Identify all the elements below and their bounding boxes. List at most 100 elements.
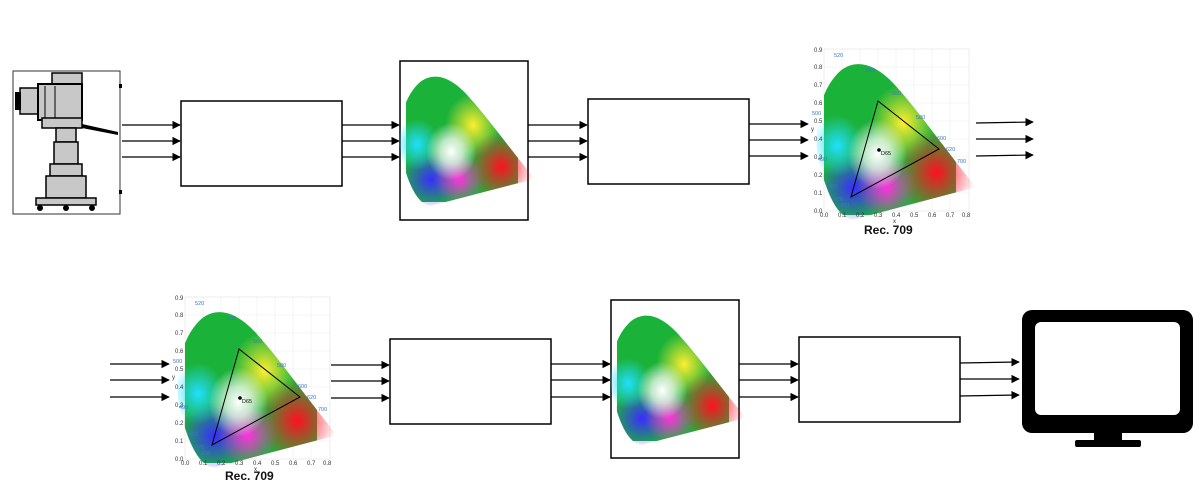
d65-white-point <box>238 396 242 400</box>
svg-text:0.2: 0.2 <box>856 213 865 219</box>
rec709-gamut-triangle <box>850 100 940 199</box>
x-axis-label: x <box>254 467 257 473</box>
svg-text:470: 470 <box>834 197 843 203</box>
svg-text:600: 600 <box>298 384 307 390</box>
chromaticity-chart-rec709-2: D65 0.9 0.8 0.7 0.6 0.5 0.4 0.3 0.2 0.1 … <box>172 296 337 483</box>
process-block-1 <box>180 100 343 187</box>
svg-text:620: 620 <box>946 147 955 153</box>
wavelength-labels: 520 540 560 580 600 620 700 500 490 480 … <box>173 301 327 457</box>
svg-text:0.7: 0.7 <box>946 213 955 219</box>
y-tick-labels: 0.9 0.8 0.7 0.6 0.5 0.4 0.3 0.2 0.1 0.0 <box>175 296 184 463</box>
process-block-4 <box>798 336 961 423</box>
chromaticity-chart-rec709-1: D65 0.9 0.8 0.7 0.6 0.5 0.4 0.3 0.2 0.1 … <box>811 48 976 237</box>
y-axis-label: y <box>811 127 814 133</box>
arrow-group-block3-to-gamut2 <box>551 359 611 402</box>
arrow-group-camera-to-block1 <box>122 120 181 162</box>
arrow-group-gamut1-to-block2 <box>528 120 588 162</box>
svg-text:700: 700 <box>318 407 327 413</box>
chart-caption: Rec. 709 <box>864 223 913 237</box>
svg-text:0.7: 0.7 <box>814 83 823 89</box>
svg-text:0.5: 0.5 <box>271 461 280 467</box>
x-axis-label: x <box>893 219 896 225</box>
y-tick-labels: 0.9 0.8 0.7 0.6 0.5 0.4 0.3 0.2 0.1 0.0 <box>814 48 823 215</box>
svg-text:480: 480 <box>189 432 198 438</box>
svg-text:0.1: 0.1 <box>199 461 208 467</box>
svg-text:0.5: 0.5 <box>814 119 823 125</box>
arrow-group-chart2-to-block3 <box>331 360 390 403</box>
chart-caption: Rec. 709 <box>225 469 274 483</box>
svg-text:560: 560 <box>253 339 262 345</box>
svg-text:0.8: 0.8 <box>814 65 823 71</box>
wavelength-labels: 520 540 560 580 600 620 700 500 490 480 … <box>812 53 966 209</box>
svg-text:0.1: 0.1 <box>838 213 847 219</box>
svg-text:520: 520 <box>834 53 843 59</box>
svg-text:460: 460 <box>840 203 849 209</box>
arrow-group-block2-to-chart1 <box>749 119 809 161</box>
svg-text:0.4: 0.4 <box>814 137 823 143</box>
svg-text:460: 460 <box>201 451 210 457</box>
svg-text:490: 490 <box>179 405 188 411</box>
svg-text:0.4: 0.4 <box>892 213 901 219</box>
arrow-group-chart1-output <box>975 117 1034 160</box>
arrow-group-gamut2-to-block4 <box>739 359 799 402</box>
svg-text:0.3: 0.3 <box>175 403 184 409</box>
svg-text:0.3: 0.3 <box>235 461 244 467</box>
svg-text:500: 500 <box>812 111 821 117</box>
svg-text:0.6: 0.6 <box>928 213 937 219</box>
color-gamut-image-2 <box>610 299 746 459</box>
svg-text:0.8: 0.8 <box>175 313 184 319</box>
svg-text:0.7: 0.7 <box>175 331 184 337</box>
svg-text:0.4: 0.4 <box>253 461 262 467</box>
svg-text:0.8: 0.8 <box>962 213 971 219</box>
svg-text:0.8: 0.8 <box>323 461 332 467</box>
svg-text:0.2: 0.2 <box>217 461 226 467</box>
process-block-3 <box>389 338 552 425</box>
svg-text:0.7: 0.7 <box>307 461 316 467</box>
svg-text:0.2: 0.2 <box>175 421 184 427</box>
svg-text:490: 490 <box>818 157 827 163</box>
rec709-gamut-triangle <box>211 348 301 447</box>
svg-text:560: 560 <box>892 91 901 97</box>
svg-text:0.0: 0.0 <box>814 209 823 215</box>
monitor-icon <box>1022 310 1193 447</box>
d65-label: D65 <box>242 399 252 405</box>
svg-text:0.6: 0.6 <box>289 461 298 467</box>
svg-text:580: 580 <box>277 363 286 369</box>
svg-text:480: 480 <box>828 184 837 190</box>
svg-text:0.0: 0.0 <box>820 213 829 219</box>
svg-text:470: 470 <box>195 445 204 451</box>
svg-text:0.9: 0.9 <box>814 48 823 54</box>
svg-text:0.1: 0.1 <box>814 191 823 197</box>
svg-text:0.3: 0.3 <box>874 213 883 219</box>
svg-text:0.0: 0.0 <box>175 457 184 463</box>
arrow-group-block4-to-monitor <box>959 357 1020 400</box>
svg-text:0.9: 0.9 <box>175 296 184 302</box>
color-gamut-image-1 <box>399 60 535 221</box>
svg-text:0.6: 0.6 <box>175 349 184 355</box>
svg-text:0.2: 0.2 <box>814 173 823 179</box>
svg-text:0.5: 0.5 <box>175 367 184 373</box>
arrow-group-input-to-chart2 <box>110 359 170 402</box>
process-block-2 <box>587 98 750 185</box>
y-axis-label: y <box>172 375 175 381</box>
svg-text:500: 500 <box>173 359 182 365</box>
x-tick-labels: 0.0 0.1 0.2 0.3 0.4 0.5 0.6 0.7 0.8 <box>820 213 971 219</box>
svg-text:0.1: 0.1 <box>175 439 184 445</box>
svg-text:620: 620 <box>307 395 316 401</box>
svg-text:520: 520 <box>195 301 204 307</box>
svg-text:0.0: 0.0 <box>181 461 190 467</box>
svg-text:0.6: 0.6 <box>814 101 823 107</box>
svg-text:700: 700 <box>957 159 966 165</box>
svg-text:0.3: 0.3 <box>814 155 823 161</box>
d65-label: D65 <box>881 151 891 157</box>
svg-text:0.4: 0.4 <box>175 385 184 391</box>
video-camera-icon <box>12 70 122 215</box>
arrow-group-block1-to-gamut1 <box>342 120 400 162</box>
svg-text:540: 540 <box>866 68 875 74</box>
svg-text:580: 580 <box>916 115 925 121</box>
svg-text:0.5: 0.5 <box>910 213 919 219</box>
d65-white-point <box>877 148 881 152</box>
svg-text:600: 600 <box>937 136 946 142</box>
svg-text:540: 540 <box>227 316 236 322</box>
